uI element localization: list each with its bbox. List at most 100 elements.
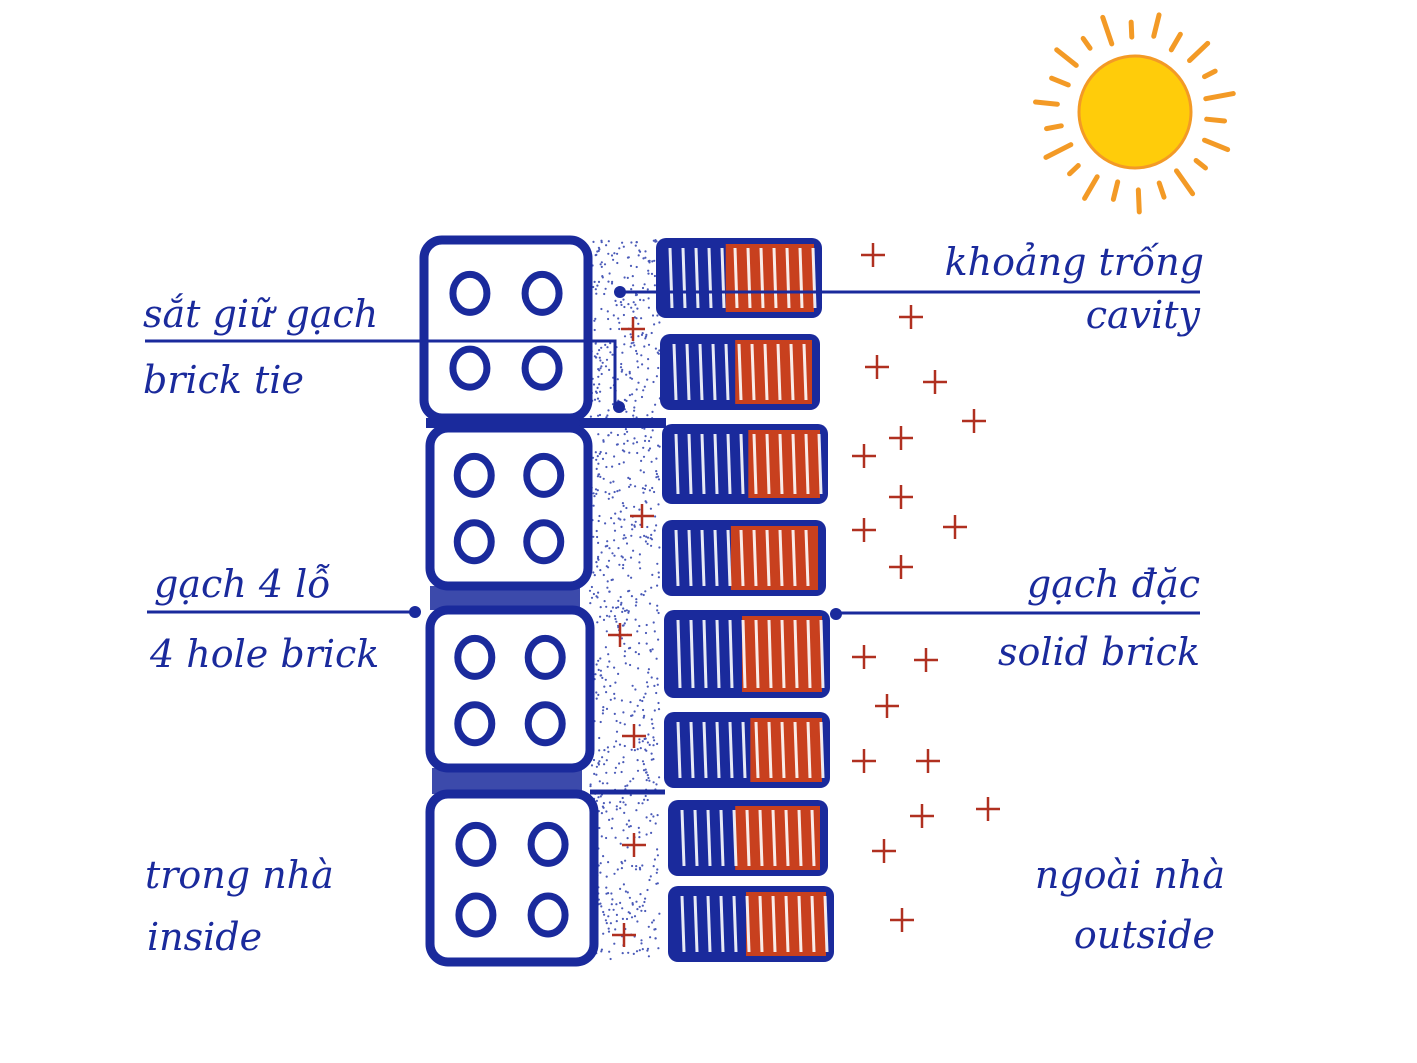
cavity-dot-speck [601,676,604,680]
cavity-dot-speck [645,623,648,627]
cavity-dot-speck [643,714,646,718]
cavity-dot-speck [637,254,640,257]
cavity-dot-speck [639,893,642,896]
cavity-dot-speck [642,696,646,699]
cavity-dot-speck [595,773,598,776]
brick-hatch-stroke [700,529,706,587]
cavity-dot-speck [593,574,596,577]
plus-heat-icon [852,444,876,468]
cavity-dot-speck [597,246,601,249]
plus-heat-icon [962,409,986,433]
cavity-dot-speck [601,712,605,715]
sun-ray [1204,116,1228,124]
cavity-dot-speck [656,677,659,680]
plus-heat-icon [865,355,889,379]
cavity-dot-speck [639,699,642,702]
cavity-dot-speck [647,272,650,275]
cavity-dot-speck [644,250,647,253]
cavity-dot-speck [605,452,608,455]
cavity-dot-speck [656,868,659,871]
brick-hatch-stroke [715,619,721,689]
solid-brick [664,712,830,788]
brick-hatch-stroke [745,809,751,867]
cavity-dot-speck [642,446,645,449]
cavity-dot-speck [604,491,607,494]
cavity-dot-speck [598,369,601,372]
cavity-dot-speck [613,539,616,542]
cavity-dot-speck [639,747,642,750]
cavity-dot-speck [610,517,613,520]
cavity-dot-speck [623,398,627,401]
cavity-dot-speck [647,297,650,300]
cavity-dot-speck [605,759,608,762]
cavity-dot-speck [643,798,646,801]
plus-heat-icon [852,518,876,542]
cavity-dot-speck [604,287,607,290]
cavity-dot-speck [656,854,660,857]
cavity-dot-speck [593,319,596,322]
cavity-dot-speck [633,437,636,440]
cavity-dot-speck [637,335,640,338]
cavity-dot-speck [654,928,657,931]
cavity-dot-speck [598,780,601,783]
cavity-dot-speck [603,685,606,688]
solid-brick-label-en: solid brick [998,630,1200,674]
cavity-dot-speck [653,259,656,262]
cavity-dot-speck [622,711,625,714]
brick-tie-bar [426,418,666,428]
cavity-dot-speck [612,908,615,911]
brick-hatch-stroke [784,809,790,867]
cavity-dot-speck [596,352,599,355]
brick-hatch-stroke [791,433,797,495]
sun-ray [1151,12,1162,39]
brick-hatch-stroke [739,529,745,587]
cavity-dot-speck [654,937,657,940]
cavity-dot-speck [635,950,639,953]
brick-hatch-stroke [797,809,803,867]
brick-hatch-stroke [680,895,686,953]
cavity-dot-speck [656,814,659,817]
solid-brick [668,886,834,962]
cavity-dot-speck [644,484,647,487]
cavity-dot-speck [648,602,652,605]
cavity-dot-speck [602,910,605,914]
cavity-dot-speck [637,826,640,830]
brick-hatch-stroke [719,809,725,867]
cavity-dot-speck [615,805,618,808]
cavity-dot-speck [601,361,604,364]
brick-hatch-stroke [767,721,773,779]
cavity-dot-speck [642,716,645,719]
cavity-dot-speck [624,558,627,561]
cavity-dot-speck [613,692,616,696]
cavity-dot-speck [589,602,592,605]
cavity-dot-speck [657,478,661,481]
cavity-dot-speck [623,811,626,815]
cavity-dot-speck [611,496,614,499]
cavity-dot-speck [618,489,621,492]
cavity-dot-speck [603,749,606,752]
brick-hole [527,821,569,867]
cavity-dot-speck [648,489,652,492]
cavity-dot-speck [650,752,653,755]
cavity-dot-speck [645,333,648,336]
cavity-dot-speck [599,569,602,572]
cavity-dot-speck [627,611,630,614]
brick-hatch-stroke [819,619,825,689]
brick-hatch-stroke [745,895,751,953]
cavity-dot-speck [628,451,631,454]
sun-ray [1203,91,1236,102]
cavity-dot-speck [598,749,601,752]
cavity-dot-speck [657,701,660,705]
cavity-label-vi: khoảng trống [945,240,1204,284]
cavity-dot-speck [631,528,634,531]
cavity-dot-speck [623,723,626,726]
brick-hatch-stroke [687,529,693,587]
plus-heat-icon [872,839,896,863]
cavity-dot-speck [641,699,644,703]
cavity-dot-speck [628,372,631,375]
cavity-dot-speck [621,567,625,570]
cavity-dot-speck [658,546,661,549]
sun-icon [1032,12,1236,215]
brick-hatch-stroke [693,895,699,953]
cavity-dot-speck [638,561,641,564]
